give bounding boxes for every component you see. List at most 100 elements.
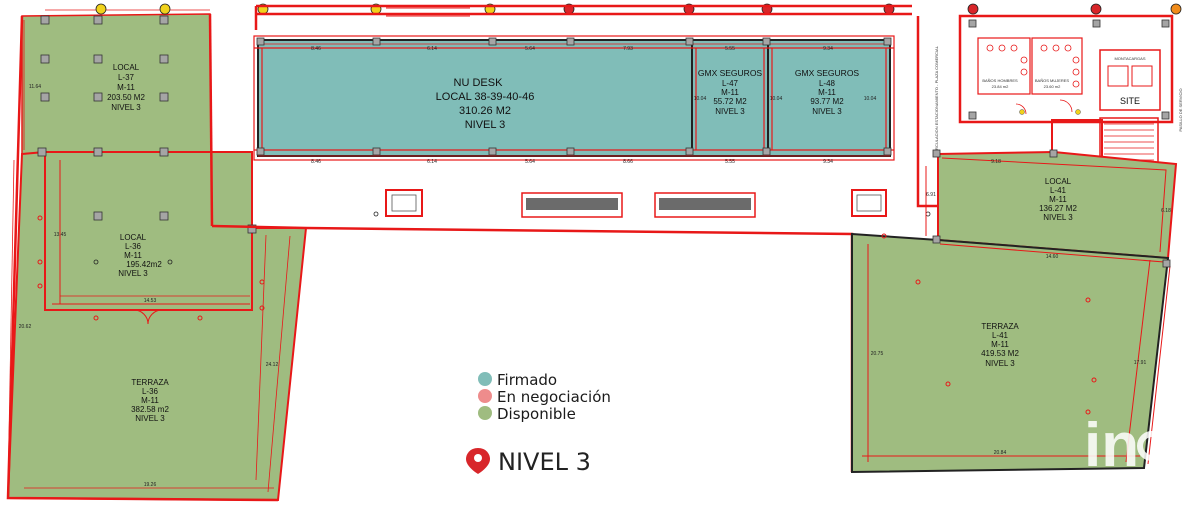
right-dims: 9.18 6.91 6.18 14.60 20.75 17.91 20.84 [871,159,1171,456]
svg-text:GMX SEGUROS: GMX SEGUROS [795,68,860,78]
pasillo-label: PASILLO DE SERVICIO [1178,88,1183,131]
watermark: in [1084,411,1139,480]
svg-text:195.42m2: 195.42m2 [126,260,162,269]
svg-text:5.64: 5.64 [525,159,535,165]
svg-text:6.18: 6.18 [1161,208,1171,214]
door-l36 [133,309,163,325]
corridor-fixtures [373,189,931,218]
outlets-right [881,233,1097,415]
unit-t41[interactable] [851,232,1170,474]
svg-text:LOCAL: LOCAL [1045,177,1072,186]
bano-mujeres-label: BAÑOS MUJERES [1035,78,1070,83]
svg-text:NIVEL 3: NIVEL 3 [135,414,165,423]
label-l36: LOCAL L-36 M-11 195.42m2 NIVEL 3 [118,233,162,278]
svg-text:L-48: L-48 [819,79,836,88]
legend: Firmado En negociación Disponible [478,371,611,423]
svg-text:Disponible: Disponible [497,405,576,423]
svg-text:LOCAL: LOCAL [113,63,140,72]
dim-l36-w: 14.53 [144,298,157,304]
legend-swatch-disponible [478,406,492,420]
svg-text:L-36: L-36 [142,387,159,396]
svg-text:L-37: L-37 [118,73,135,82]
svg-text:8.66: 8.66 [623,159,633,165]
unit-l48[interactable] [767,39,891,157]
bano-mujeres-area: 23.60 m2 [1044,84,1061,89]
legend-swatch-negociacion [478,389,492,403]
svg-text:TERRAZA: TERRAZA [981,322,1019,331]
svg-text:NIVEL 3: NIVEL 3 [111,103,141,112]
svg-text:6.14: 6.14 [427,46,437,52]
svg-text:9.18: 9.18 [991,159,1001,165]
label-t36: TERRAZA L-36 M-11 382.58 m2 NIVEL 3 [131,378,169,423]
svg-text:M-11: M-11 [141,396,159,405]
dim-t36-left: 20.62 [19,324,32,330]
circulacion-label: CIRCULACION ESTACIONAMIENTO - PLAZA COME… [934,45,939,154]
legend-item-disponible: Disponible [478,405,576,423]
svg-text:203.50 M2: 203.50 M2 [107,93,145,102]
svg-text:L-36: L-36 [125,242,142,251]
svg-text:93.77 M2: 93.77 M2 [810,97,844,106]
top-dims: 8.46 6.14 5.64 7.93 5.55 9.34 8.46 6.14 … [311,46,876,165]
level-marker: NIVEL 3 [466,448,591,476]
svg-text:M-11: M-11 [721,88,739,97]
svg-text:TERRAZA: TERRAZA [131,378,169,387]
svg-text:LOCAL: LOCAL [120,233,147,242]
svg-text:NIVEL 3: NIVEL 3 [715,107,745,116]
legend-swatch-firmado [478,372,492,386]
site-label: SITE [1120,96,1140,106]
montacargas-label: MONTACARGAS [1114,56,1145,61]
bano-hombres-area: 23.84 m2 [992,84,1009,89]
svg-text:9.34: 9.34 [823,46,833,52]
svg-text:10.04: 10.04 [770,96,783,102]
svg-text:7.93: 7.93 [623,46,633,52]
svg-text:310.26 M2: 310.26 M2 [459,105,511,117]
svg-text:L-41: L-41 [1050,186,1067,195]
legend-item-negociacion: En negociación [478,388,611,406]
svg-text:8.46: 8.46 [311,159,321,165]
svg-text:L-47: L-47 [722,79,739,88]
svg-text:382.58 m2: 382.58 m2 [131,405,169,414]
unit-l36[interactable] [44,151,253,311]
legend-item-firmado: Firmado [478,371,557,389]
svg-text:55.72 M2: 55.72 M2 [713,97,747,106]
svg-text:M-11: M-11 [991,340,1009,349]
level-title: NIVEL 3 [498,448,591,476]
bano-hombres-label: BAÑOS HOMBRES [982,78,1018,83]
svg-text:M-11: M-11 [1049,195,1067,204]
svg-text:17.91: 17.91 [1134,360,1147,366]
svg-text:5.64: 5.64 [525,46,535,52]
label-l47: GMX SEGUROS L-47 M-11 55.72 M2 NIVEL 3 [698,68,763,116]
right-block-walls [862,157,1171,465]
unit-l41[interactable] [937,150,1178,260]
svg-text:6.91: 6.91 [926,192,936,198]
dim-t36-right: 24.12 [266,362,279,368]
svg-text:M-11: M-11 [818,88,836,97]
svg-text:En negociación: En negociación [497,388,611,406]
label-l41: LOCAL L-41 M-11 136.27 M2 NIVEL 3 [1039,177,1077,222]
svg-text:L-41: L-41 [992,331,1009,340]
svg-text:8.46: 8.46 [311,46,321,52]
unit-nudesk[interactable] [257,39,693,157]
svg-text:9.34: 9.34 [823,159,833,165]
fixtures-left [93,259,173,265]
dim-l37-h: 11.64 [29,84,41,90]
label-l48: GMX SEGUROS L-48 M-11 93.77 M2 NIVEL 3 [795,68,860,116]
watermark-circle-icon [1137,431,1167,461]
svg-text:NU DESK: NU DESK [454,77,504,89]
svg-text:NIVEL 3: NIVEL 3 [118,269,148,278]
svg-text:5.55: 5.55 [725,159,735,165]
svg-text:136.27 M2: 136.27 M2 [1039,204,1077,213]
top-columns [256,37,892,156]
svg-text:LOCAL 38-39-40-46: LOCAL 38-39-40-46 [436,91,535,103]
svg-text:20.75: 20.75 [871,351,884,357]
svg-text:419.53 M2: 419.53 M2 [981,349,1019,358]
svg-text:5.55: 5.55 [725,46,735,52]
columns-right [932,149,1171,268]
svg-text:14.60: 14.60 [1046,254,1059,260]
label-l37: LOCAL L-37 M-11 203.50 M2 NIVEL 3 [107,63,145,112]
svg-text:M-11: M-11 [124,251,142,260]
svg-text:NIVEL 3: NIVEL 3 [812,107,842,116]
svg-text:NIVEL 3: NIVEL 3 [985,359,1015,368]
corridor-inner [386,7,470,17]
